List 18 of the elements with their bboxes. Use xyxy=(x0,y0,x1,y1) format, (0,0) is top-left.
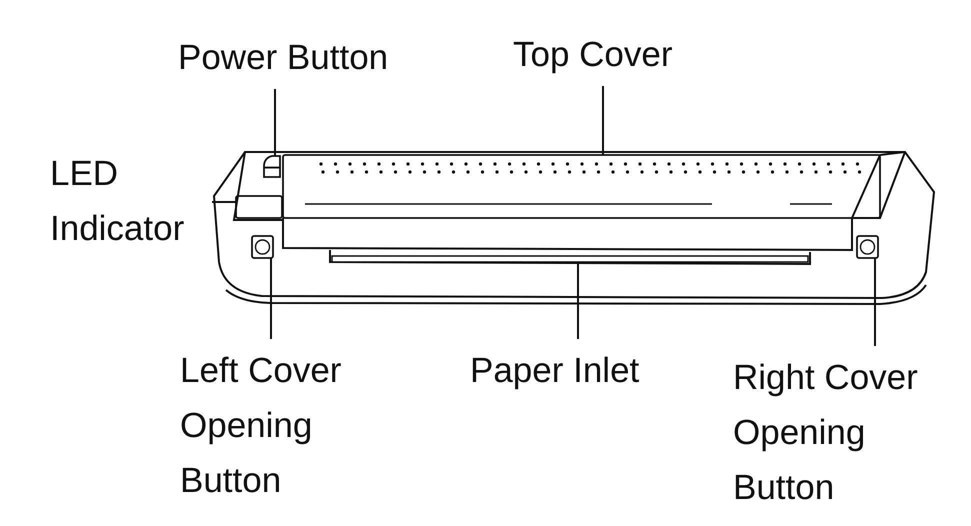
leader-line xyxy=(274,89,276,156)
part-label: Top Cover xyxy=(513,27,693,82)
part-label: Paper Inlet xyxy=(470,343,670,398)
part-label: LED Indicator xyxy=(50,146,210,256)
paper-slot xyxy=(331,255,809,263)
leader-line xyxy=(577,262,579,339)
part-label: Right Cover Opening Button xyxy=(733,350,948,515)
part-label: Power Button xyxy=(178,30,418,85)
top-cover-panel xyxy=(282,154,881,219)
cover-release-button xyxy=(251,235,274,259)
part-label: Left Cover Opening Button xyxy=(180,343,370,508)
leader-line xyxy=(212,201,236,203)
led-indicator-window xyxy=(235,195,283,219)
cover-release-button xyxy=(856,235,879,259)
power-icon xyxy=(263,155,281,178)
leader-line xyxy=(602,86,604,155)
leader-line xyxy=(270,258,272,339)
leader-line xyxy=(874,258,876,346)
